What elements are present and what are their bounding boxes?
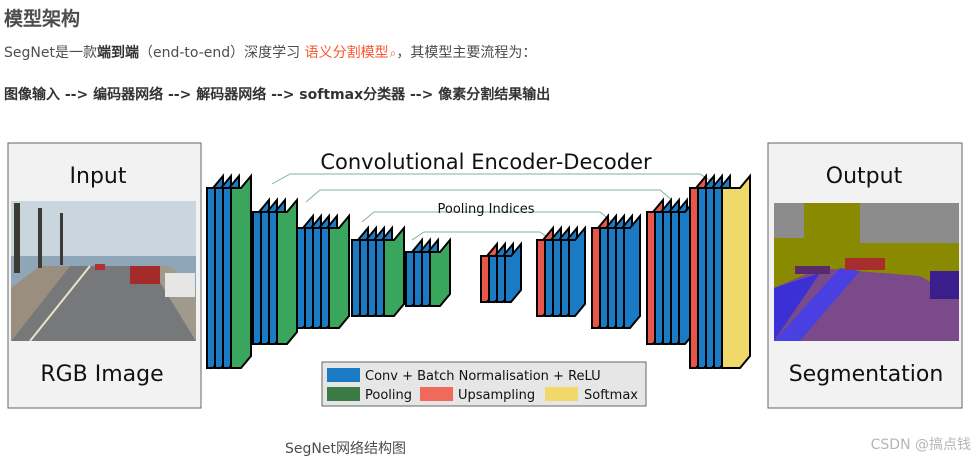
output-sublabel: Segmentation [789, 362, 944, 387]
pooling-layer [328, 213, 350, 329]
legend-softmax-swatch [545, 387, 578, 401]
layer-stacks [206, 173, 751, 369]
intro-bold: 端到端 [96, 45, 139, 61]
csdn-watermark: CSDN @搞点钱 [870, 437, 971, 453]
legend-softmax-label: Softmax [584, 388, 638, 403]
intro-middle: （end-to-end）深度学习 [138, 45, 305, 61]
conv-layer [504, 241, 522, 303]
conv-layer [568, 225, 586, 317]
conv-layer [623, 213, 641, 329]
input-sublabel: RGB Image [40, 362, 163, 387]
pooling-layer [276, 197, 298, 345]
softmax-layer [721, 173, 751, 369]
pipeline-flow: 图像输入 --> 编码器网络 --> 解码器网络 --> softmax分类器 … [4, 87, 551, 103]
legend-conv-label: Conv + Batch Normalisation + ReLU [365, 369, 601, 384]
semantic-segmentation-link[interactable]: 语义分割模型 [304, 45, 389, 61]
pooling-layer [383, 225, 405, 317]
pooling-layer [429, 237, 451, 307]
rgb-street-image [11, 201, 196, 342]
legend-upsampling-swatch [420, 387, 453, 401]
legend: Conv + Batch Normalisation + ReLU Poolin… [321, 361, 647, 407]
legend-pooling-label: Pooling [365, 388, 412, 403]
legend-pooling-swatch [327, 387, 360, 401]
segmentation-output-image [774, 203, 959, 341]
input-label: Input [70, 164, 127, 189]
search-icon[interactable]: ⌕ [389, 46, 397, 60]
section-heading: 模型架构 [4, 8, 81, 30]
segnet-diagram: Input RGB Image Output Segmentation Conv… [7, 142, 963, 409]
legend-upsampling-label: Upsampling [458, 388, 535, 403]
pooling-layer [230, 173, 252, 369]
pooling-indices-label: Pooling Indices [438, 202, 535, 217]
legend-conv-swatch [327, 368, 360, 382]
intro-paragraph: SegNet是一款端到端（end-to-end）深度学习 语义分割模型⌕，其模型… [4, 42, 536, 62]
intro-prefix: SegNet是一款 [4, 45, 97, 61]
figure-caption: SegNet网络结构图 [285, 441, 406, 457]
intro-suffix: ，其模型主要流程为： [396, 45, 537, 61]
output-label: Output [826, 164, 903, 189]
diagram-title: Convolutional Encoder-Decoder [320, 150, 652, 174]
